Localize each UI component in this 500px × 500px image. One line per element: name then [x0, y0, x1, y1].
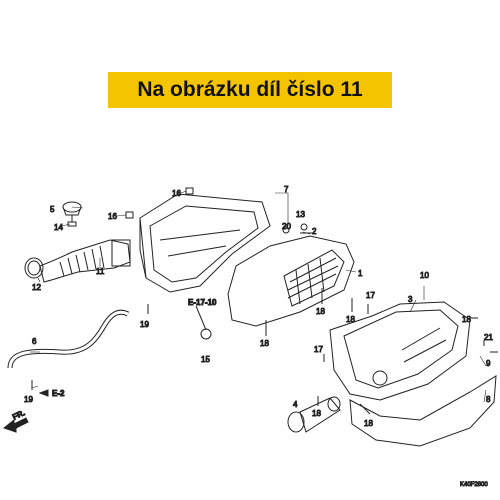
ref-e2-arrow — [38, 389, 49, 397]
callout-11: 11 — [96, 267, 105, 276]
part-12-clamp — [24, 257, 44, 279]
fastener-bolts — [31, 288, 498, 415]
callout-14: 14 — [54, 223, 63, 232]
callout-13: 13 — [296, 210, 305, 219]
ref-e17-10: E-17-10 — [188, 298, 217, 307]
callout-19b: 19 — [24, 395, 33, 404]
callout-10: 10 — [420, 271, 429, 280]
callout-5: 5 — [50, 205, 55, 214]
callout-17a: 17 — [366, 291, 375, 300]
callout-16b: 16 — [108, 212, 117, 221]
part-4-funnel — [287, 396, 341, 433]
part-20-clip — [282, 226, 290, 234]
part-number-banner: Na obrázku díl číslo 11 — [108, 72, 392, 108]
callout-9: 9 — [486, 359, 491, 368]
callout-20: 20 — [282, 222, 291, 231]
callout-8: 8 — [486, 395, 491, 404]
callout-18e: 18 — [364, 419, 373, 428]
callout-4: 4 — [293, 400, 298, 409]
callout-17b: 17 — [314, 345, 323, 354]
callout-16a: 16 — [172, 189, 181, 198]
banner-text: Na obrázku díl číslo 11 — [137, 78, 363, 101]
part-16-clip-b — [125, 211, 134, 219]
part-16-clip-a — [185, 187, 194, 195]
callout-2: 2 — [312, 227, 317, 236]
callout-15: 15 — [201, 355, 210, 364]
front-direction-arrow: FR. — [2, 408, 29, 433]
part-1-filter-element — [227, 235, 355, 327]
callout-18f: 18 — [462, 315, 471, 324]
callout-7: 7 — [284, 185, 289, 194]
air-cleaner-case — [139, 193, 271, 293]
callout-6: 6 — [32, 337, 37, 346]
callout-1: 1 — [358, 269, 363, 278]
callout-18b: 18 — [346, 315, 355, 324]
callout-21: 21 — [484, 333, 493, 342]
part-6-tube — [7, 309, 130, 369]
callout-18d: 18 — [312, 409, 321, 418]
callout-18c: 18 — [260, 339, 269, 348]
part-8-outer-cover — [349, 375, 497, 447]
leader-lines — [30, 190, 487, 403]
part-13-washer — [300, 223, 308, 231]
callout-12: 12 — [32, 283, 41, 292]
part-5-cap — [62, 201, 82, 227]
ref-e2: E-2 — [52, 389, 65, 398]
diagram-code: K40F2800 — [460, 482, 488, 488]
callout-18a: 18 — [316, 307, 325, 316]
part-11-intake-duct — [39, 239, 131, 283]
callout-19a: 19 — [140, 320, 149, 329]
callout-3: 3 — [408, 295, 413, 304]
